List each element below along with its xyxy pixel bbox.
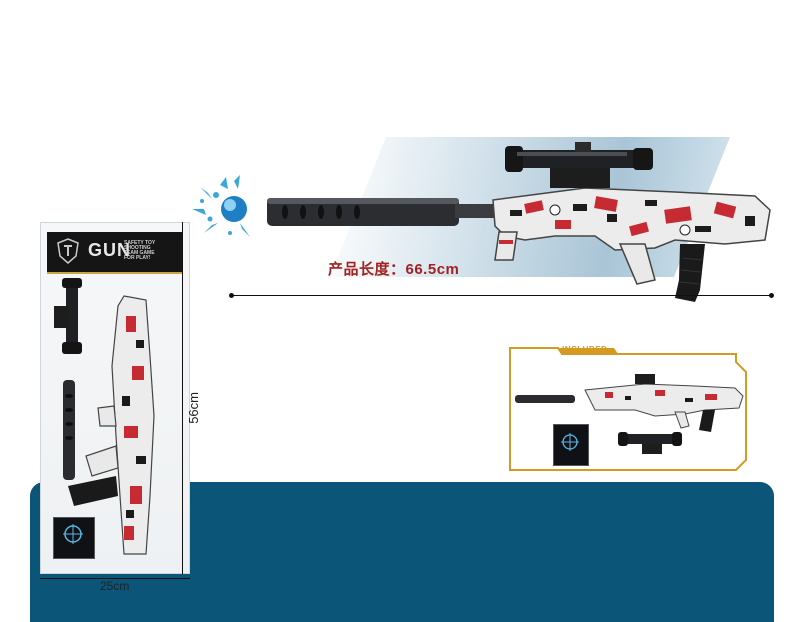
package-scope-image (54, 278, 82, 354)
included-gun-image (584, 374, 744, 432)
included-label: INCLUDED (562, 345, 608, 354)
length-dimension-line (232, 295, 772, 296)
package-gun-image (68, 295, 155, 555)
included-scope-image (618, 432, 682, 454)
crystal-bullet-box (53, 517, 95, 559)
water-splash (192, 175, 250, 237)
included-target-icon (561, 433, 579, 451)
width-dimension-line (40, 578, 190, 579)
shield-logo-icon (57, 238, 79, 264)
package-height-label: 56cm (186, 392, 201, 424)
dimension-end-dot (229, 293, 234, 298)
package-width-label: 25cm (100, 579, 130, 593)
package-bullets-text: SAFETY TOY SHOOTING TEAM GAME FOR PLAY! (124, 240, 156, 261)
product-length-label: 产品长度：66.5cm (328, 261, 460, 278)
target-icon (63, 524, 83, 544)
included-crystal-bullet-box (553, 424, 589, 466)
package-brand-title: GUN (88, 240, 131, 260)
dimension-end-dot (769, 293, 774, 298)
included-frame (509, 347, 747, 471)
included-silencer-image (515, 395, 575, 403)
main-gun-image (267, 142, 771, 302)
package-silencer-image (63, 380, 75, 480)
height-dimension-line (182, 222, 183, 574)
